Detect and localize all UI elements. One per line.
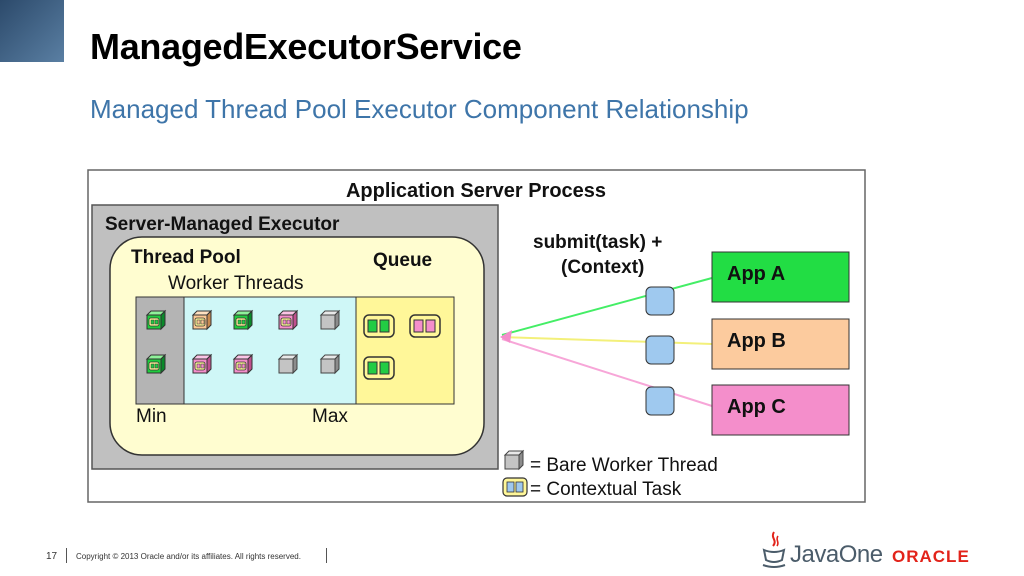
legend-bare-cube-icon xyxy=(504,450,524,470)
context-box-b xyxy=(645,335,675,365)
worker-thread-green xyxy=(145,353,167,375)
app-b-box xyxy=(711,318,850,370)
worker-thread-pink xyxy=(277,309,299,331)
max-label: Max xyxy=(312,406,348,427)
worker-threads-label: Worker Threads xyxy=(168,273,304,294)
app-a-label: App A xyxy=(727,263,785,285)
app-a-box xyxy=(711,251,850,303)
process-label: Application Server Process xyxy=(346,180,606,202)
app-c-box xyxy=(711,384,850,436)
thread-pool-label: Thread Pool xyxy=(131,247,241,268)
bare-worker-thread xyxy=(278,354,298,374)
app-b-label: App B xyxy=(727,330,786,352)
worker-thread-pink xyxy=(232,353,254,375)
worker-thread-green xyxy=(145,309,167,331)
java-cup-icon xyxy=(762,531,786,568)
app-c-connector xyxy=(501,338,713,407)
page-number: 17 xyxy=(46,551,58,562)
submit-label: submit(task) + xyxy=(533,232,662,253)
corner-accent xyxy=(0,0,64,62)
legend-task-icon xyxy=(502,477,528,497)
worker-thread-pink xyxy=(191,353,213,375)
slide-title: ManagedExecutorService xyxy=(90,26,522,67)
arrowhead xyxy=(500,330,512,343)
slide-subtitle: Managed Thread Pool Executor Component R… xyxy=(90,94,749,124)
oracle-logo: ORACLE xyxy=(892,547,970,566)
app-b-connector xyxy=(501,336,713,345)
queue-area xyxy=(355,296,455,405)
footer-divider xyxy=(326,548,327,563)
context-label: (Context) xyxy=(561,257,644,278)
app-a-connector xyxy=(501,277,713,336)
executor-label: Server-Managed Executor xyxy=(105,214,340,235)
copyright-text: Copyright © 2013 Oracle and/or its affil… xyxy=(76,552,301,561)
queued-task-green xyxy=(363,314,395,338)
queued-task-pink xyxy=(409,314,441,338)
queue-label: Queue xyxy=(373,250,432,271)
legend-bare-label: = Bare Worker Thread xyxy=(530,455,718,476)
app-c-label: App C xyxy=(727,396,786,418)
javaone-logo: JavaOne xyxy=(790,541,883,568)
context-box-c xyxy=(645,386,675,416)
worker-thread-green xyxy=(232,309,254,331)
bare-worker-thread xyxy=(320,354,340,374)
footer-divider xyxy=(66,548,67,563)
worker-thread-orange xyxy=(191,309,213,331)
context-box-a xyxy=(645,286,675,316)
queued-task-green xyxy=(363,356,395,380)
legend-task-label: = Contextual Task xyxy=(530,479,682,500)
bare-worker-thread xyxy=(320,310,340,330)
min-label: Min xyxy=(136,406,167,427)
